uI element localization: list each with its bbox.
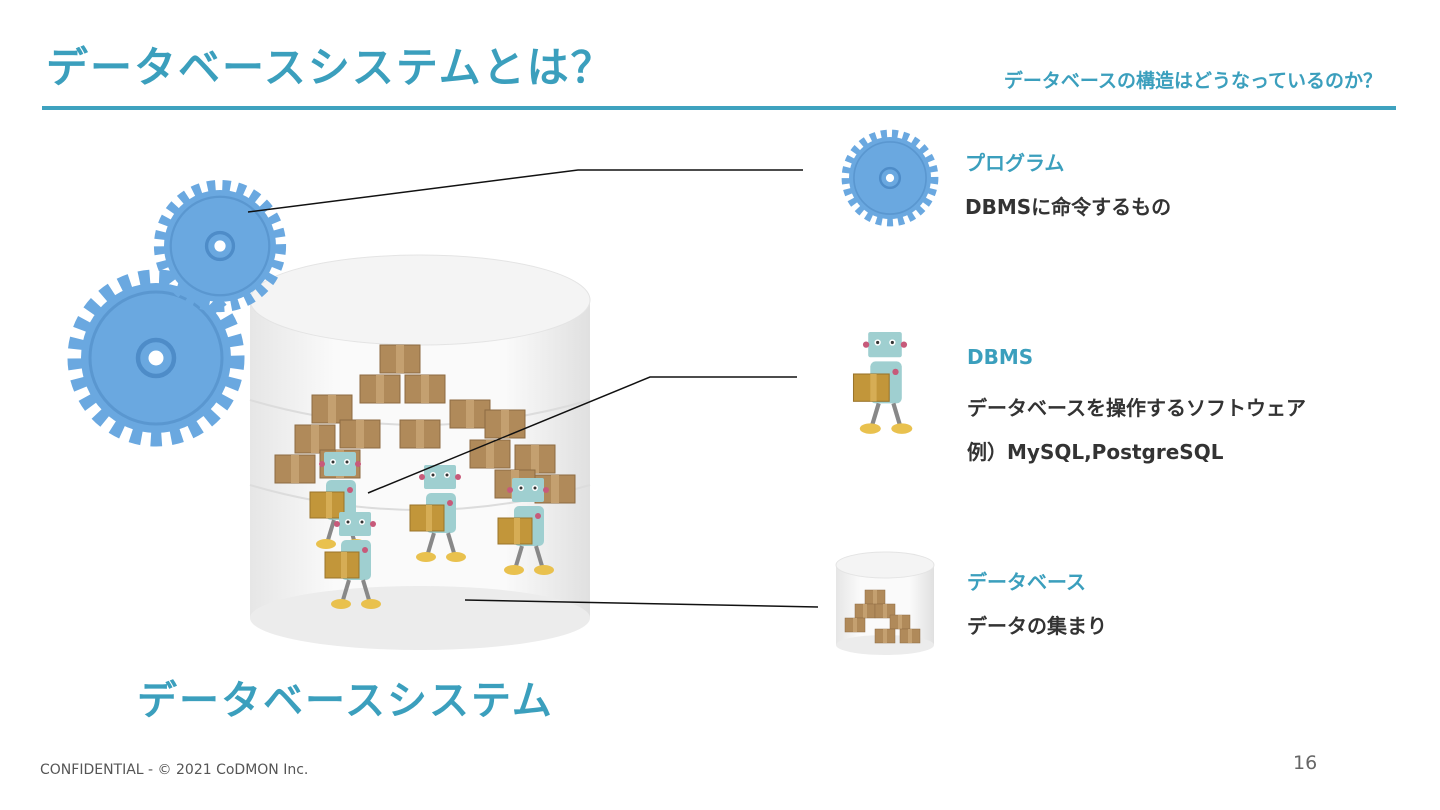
gear-icon [847,135,932,220]
page-title: データベースシステムとは？ [46,43,615,92]
legend-desc-database: データの集まり [967,614,1107,638]
gear-icon-large [78,280,234,436]
page-subtitle: データベースの構造はどうなっているのか？ [1003,70,1382,92]
legend-desc-dbms: データベースを操作するソフトウェア [967,396,1306,420]
legend-label-dbms: DBMS [967,345,1034,369]
connector-dbms [367,376,797,494]
legend-example-dbms: 例）MySQL,PostgreSQL [967,440,1224,464]
connector-program [247,169,803,213]
legend-label-program: プログラム [965,151,1065,175]
page-number: 16 [1293,752,1318,774]
connector-database [464,599,819,608]
gear-icon-small [162,188,278,304]
legend-desc-program: DBMSに命令するもの [965,195,1172,219]
title-divider [42,106,1396,110]
legend-label-database: データベース [967,570,1086,594]
diagram-caption: データベースシステム [137,678,554,724]
robot-icon [854,332,913,434]
footer-copyright: CONFIDENTIAL - © 2021 CoDMON Inc. [40,762,309,778]
database-icon [835,551,935,655]
